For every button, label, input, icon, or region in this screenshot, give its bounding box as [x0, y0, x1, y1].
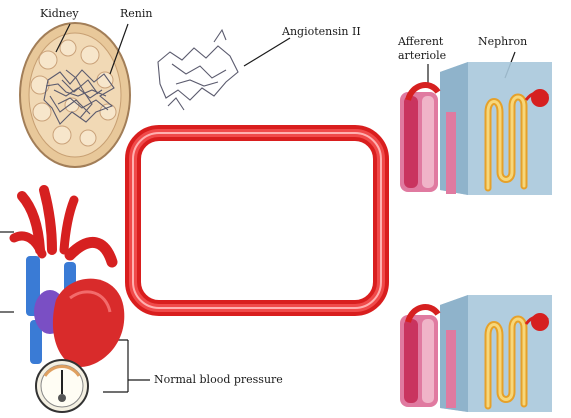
angiotensin-label: Angiotensin II	[282, 26, 361, 38]
kidney-label: Kidney	[40, 8, 79, 20]
afferent-arteriole-label-line1: Afferent	[398, 36, 443, 48]
heart-illustration	[14, 190, 124, 367]
afferent-arteriole-label-line2: arteriole	[398, 50, 446, 62]
renin-label: Renin	[120, 8, 152, 20]
blood-vessel-loop	[133, 133, 381, 308]
normal-blood-pressure-label: Normal blood pressure	[154, 374, 283, 386]
nephron-panel-bottom	[400, 295, 552, 412]
angiotensin-molecule	[158, 30, 238, 110]
pressure-gauge	[36, 360, 88, 412]
nephron-panel-top	[400, 62, 552, 195]
nephron-label: Nephron	[478, 36, 527, 48]
